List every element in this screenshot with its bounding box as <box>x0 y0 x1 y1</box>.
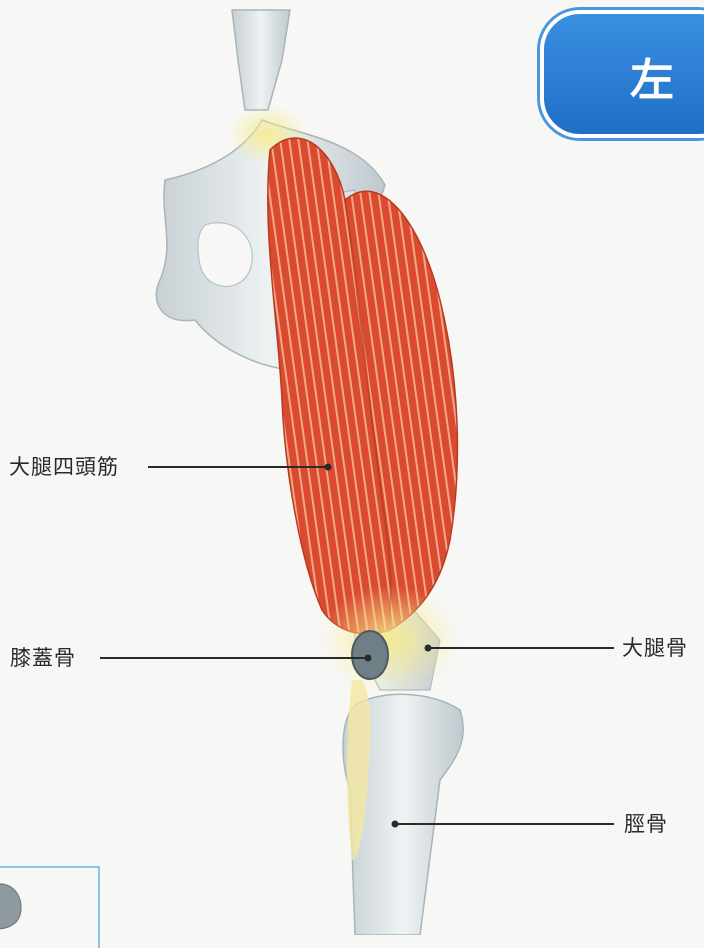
inset-frame <box>0 866 100 948</box>
left-side-badge: 左 <box>540 10 704 138</box>
patella-leader-dot <box>365 655 372 662</box>
knee-glow <box>320 585 460 695</box>
quadriceps-muscle <box>268 138 458 634</box>
label-tibia: 脛骨 <box>624 812 668 836</box>
label-femur: 大腿骨 <box>622 636 688 660</box>
femur-leader-dot <box>425 645 432 652</box>
quadriceps-leader-dot <box>325 464 332 471</box>
tibia-leader-dot <box>392 821 399 828</box>
label-patella: 膝蓋骨 <box>10 646 76 670</box>
label-quadriceps: 大腿四頭筋 <box>9 455 119 479</box>
spine-bone <box>232 10 290 110</box>
side-badge-text: 左 <box>630 44 674 108</box>
patella-bone <box>352 631 388 679</box>
